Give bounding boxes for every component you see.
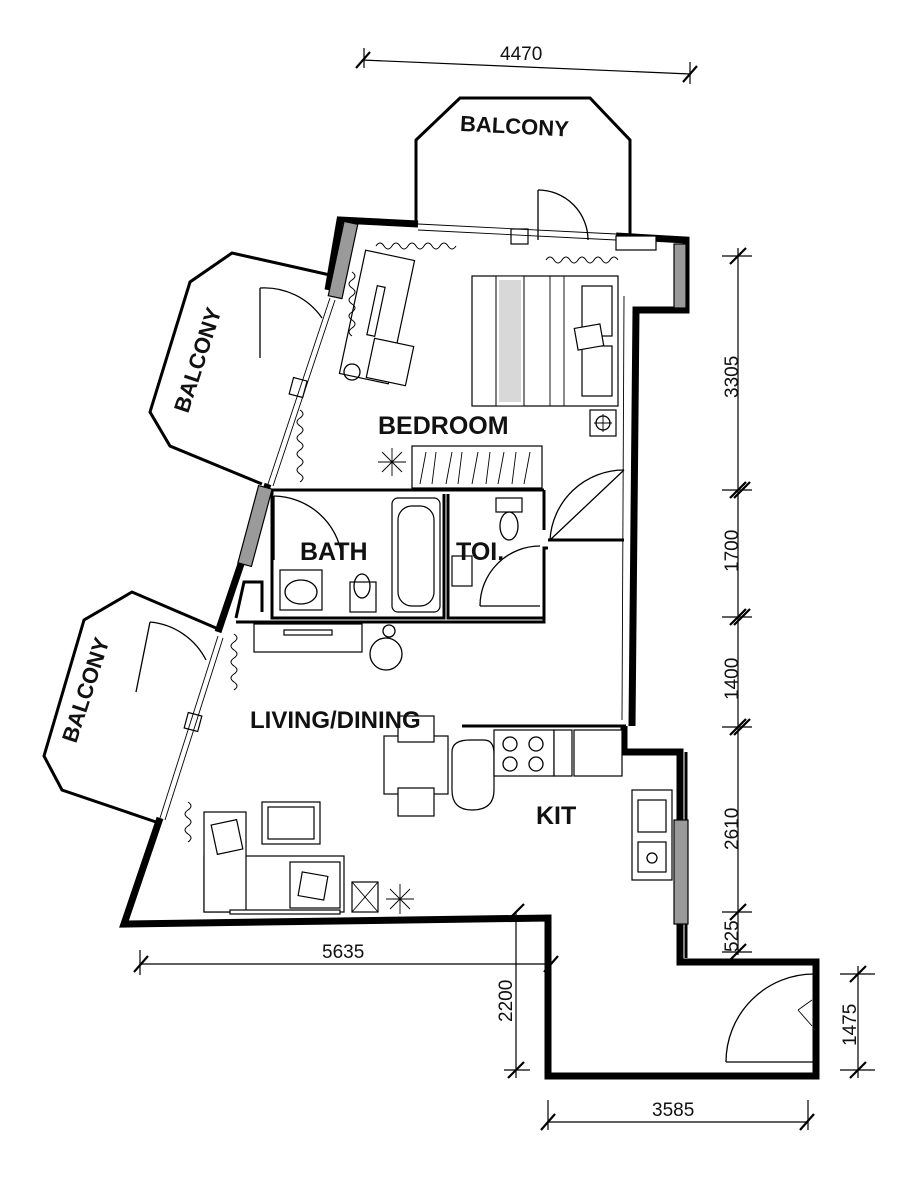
columns: [237, 220, 689, 925]
label-bedroom: BEDROOM: [378, 412, 509, 440]
balcony-left-upper: [148, 251, 331, 486]
label-bath: BATH: [300, 538, 368, 566]
balcony-top: [414, 96, 632, 245]
dim-right-lower: 525: [722, 920, 743, 952]
label-toilet: TOI.: [456, 538, 504, 566]
dimension-lines: [133, 48, 875, 1131]
walls: [119, 216, 820, 1080]
dim-right-bath: 1700: [722, 530, 743, 572]
dim-top-width: 4470: [500, 44, 542, 65]
dim-entry-width: 3585: [652, 1100, 694, 1121]
living-furniture: [184, 623, 495, 915]
dim-right-bedroom: 3305: [722, 356, 743, 398]
bath-furniture: [273, 495, 541, 613]
bedroom-furniture: [296, 242, 625, 541]
dim-right-kitchen: 2610: [722, 808, 743, 850]
dim-right-corridor: 1400: [722, 658, 743, 700]
label-kitchen: KIT: [536, 802, 576, 830]
kitchen-furniture: [493, 729, 680, 881]
dim-entry-door: 1475: [840, 1004, 861, 1046]
dim-bottom-living: 5635: [322, 942, 364, 963]
dim-entry-height: 2200: [496, 980, 517, 1022]
entry-door: [725, 973, 815, 1063]
label-living-dining: LIVING/DINING: [250, 707, 421, 734]
windows: [159, 223, 617, 821]
label-balcony-top: BALCONY: [460, 111, 570, 142]
label-balcony-left-lower: BALCONY: [57, 634, 114, 745]
dimension-labels: 4470 3305 1700 1400 2610 525 5635 2200 3…: [322, 44, 861, 1121]
